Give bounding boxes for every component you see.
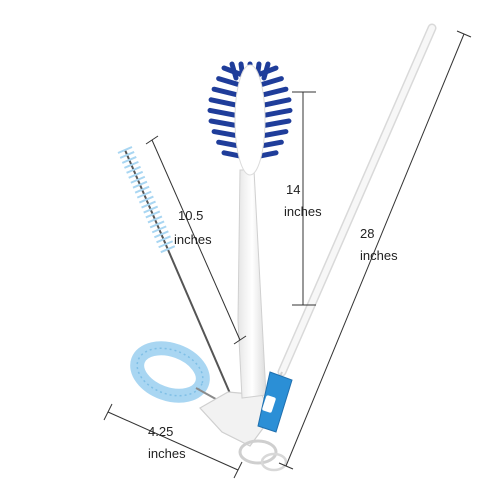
loop-brush-unit-label: inches [148,446,186,462]
dimension-lines [103,30,472,479]
hanging-rings [238,439,288,472]
long-brush-unit-label: inches [360,248,398,264]
small-brush-unit-label: inches [174,232,212,248]
bottle-brush [207,61,293,399]
bottle-brush-unit-label: inches [284,204,322,220]
loop-brush-length-unit: inches [148,446,186,461]
loop-brush-length-value: 4.25 [148,424,174,439]
long-brush-length-label: 28 [360,226,374,242]
long-brush-length-value: 28 [360,226,375,241]
small-wire-brush [117,146,233,399]
blue-clip [257,371,293,433]
bottle-brush-length-label: 14 [286,182,300,198]
bottle-brush-length-value: 14 [286,182,301,197]
long-brush-length-unit: inches [360,248,398,263]
small-brush-length-label: 10.5 [178,208,203,224]
loop-brush-length-label: 4.25 [148,424,173,440]
small-brush-length-unit: inches [174,232,212,247]
small-brush-length-value: 10.5 [178,208,204,223]
bottle-brush-length-unit: inches [284,204,322,219]
